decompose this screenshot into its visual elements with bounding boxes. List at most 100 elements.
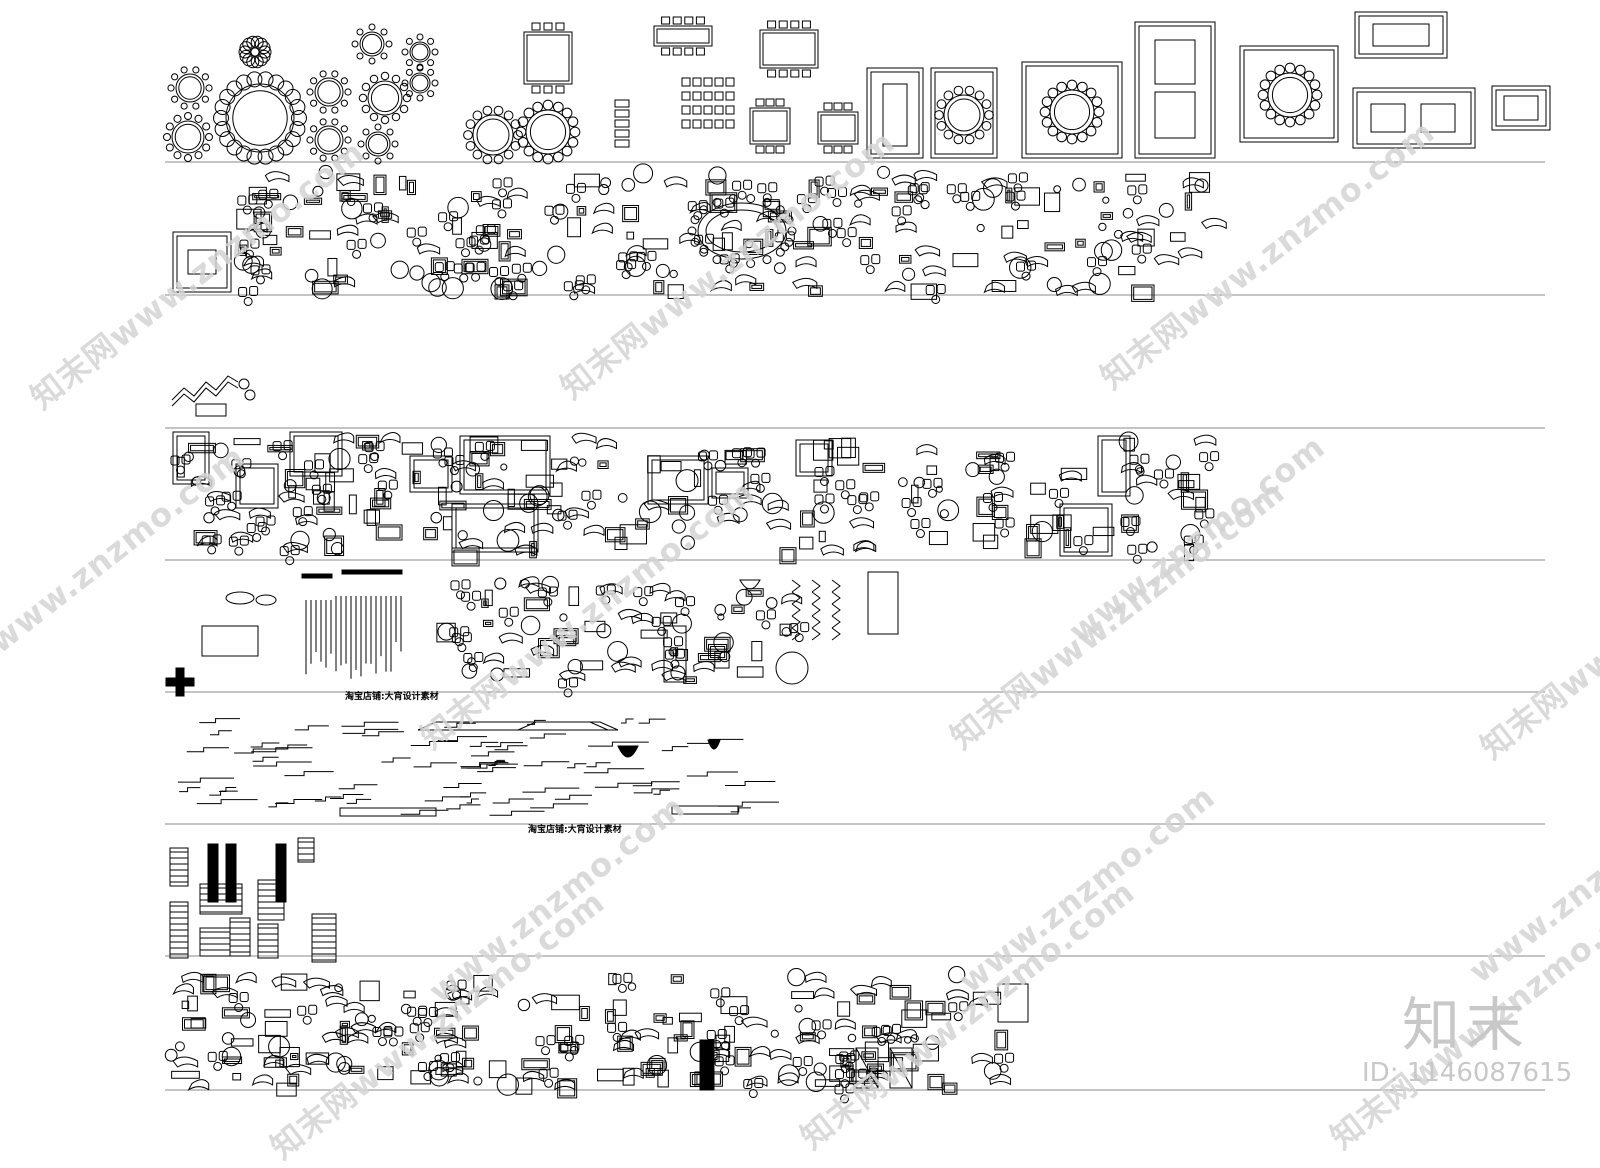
round-dining-table bbox=[213, 71, 307, 165]
lounge-furniture-rect bbox=[1075, 238, 1086, 248]
chair bbox=[219, 131, 236, 148]
living-furniture-chair bbox=[708, 450, 718, 461]
lounge-furniture-chair bbox=[1138, 184, 1148, 195]
chair bbox=[374, 157, 382, 165]
living-furniture-side-table bbox=[234, 546, 244, 556]
furniture-elevation-side-table bbox=[415, 1033, 425, 1043]
light-fixture-sofa-arc bbox=[651, 659, 674, 672]
chair bbox=[214, 99, 231, 115]
ceiling-profile-line bbox=[252, 756, 279, 762]
furniture-elevation-sofa-arc bbox=[531, 993, 558, 1005]
frame-border bbox=[1021, 61, 1123, 159]
chair bbox=[427, 37, 435, 45]
ceiling-profile-line bbox=[633, 788, 680, 794]
light-fixture-chair bbox=[472, 590, 482, 601]
chair bbox=[699, 247, 709, 257]
lounge-furniture-rect bbox=[406, 179, 417, 196]
ceiling-profile-line bbox=[724, 781, 776, 787]
chair bbox=[1076, 131, 1088, 143]
furniture-elevation-sofa-arc bbox=[285, 1063, 312, 1076]
living-furniture-sofa-arc bbox=[734, 494, 762, 506]
ceiling-profile-line bbox=[638, 718, 666, 724]
lounge-furniture-inner bbox=[255, 213, 271, 231]
room-plan-frame bbox=[172, 231, 232, 293]
living-furniture-circle bbox=[939, 509, 949, 519]
lounge-furniture-inner bbox=[795, 243, 812, 248]
living-furniture-circle bbox=[638, 500, 662, 524]
lounge-furniture-sofa-arc bbox=[735, 274, 757, 286]
ceiling-profile-line bbox=[361, 731, 405, 737]
living-furniture-chair bbox=[742, 447, 752, 458]
lounge-furniture-circle bbox=[282, 194, 299, 211]
light-fixture-side-table bbox=[657, 626, 667, 636]
chair bbox=[385, 40, 393, 48]
lounge-furniture-chair bbox=[705, 233, 715, 244]
living-furniture-chair bbox=[1210, 451, 1220, 462]
living-furniture-chair bbox=[910, 519, 920, 530]
chair bbox=[431, 48, 439, 56]
lounge-furniture-rect bbox=[1137, 228, 1155, 247]
cad-drawing-canvas bbox=[162, 11, 1551, 1104]
lounge-furniture-side-table bbox=[780, 242, 790, 252]
furniture-elevation-rect bbox=[276, 1082, 297, 1097]
chair bbox=[246, 71, 263, 88]
lounge-furniture-chair bbox=[1005, 191, 1015, 202]
living-furniture-chair bbox=[697, 451, 707, 462]
image-id-label: ID: 1146087615 bbox=[1362, 1058, 1573, 1088]
light-fixture-chair bbox=[766, 609, 776, 620]
living-furniture-side-table bbox=[363, 464, 373, 474]
lounge-furniture-side-table bbox=[737, 190, 747, 200]
living-furniture-chair bbox=[1005, 517, 1015, 528]
chair bbox=[695, 47, 705, 56]
chair bbox=[561, 107, 573, 119]
lounge-furniture-sofa-arc bbox=[709, 280, 732, 292]
chair bbox=[405, 90, 413, 98]
living-furniture-rect bbox=[529, 541, 537, 559]
ceiling-profile-line bbox=[179, 787, 201, 793]
living-furniture-side-table bbox=[317, 494, 327, 504]
sofa-group bbox=[187, 249, 217, 275]
furniture-elevation-rect bbox=[200, 973, 217, 995]
living-furniture-side-table bbox=[819, 477, 829, 487]
living-furniture-chair bbox=[388, 479, 398, 490]
chair bbox=[974, 129, 985, 140]
glass-hatch bbox=[855, 1047, 879, 1089]
furniture-elevation-chair bbox=[834, 1084, 844, 1095]
beaded-chandelier bbox=[791, 603, 801, 617]
chair bbox=[380, 115, 390, 125]
lounge-furniture-rect bbox=[303, 197, 323, 205]
living-furniture-rect bbox=[401, 442, 424, 455]
light-fixture-sofa-arc bbox=[599, 583, 623, 595]
furniture-elevation-circle bbox=[948, 966, 966, 984]
lounge-furniture-chair bbox=[768, 182, 778, 193]
furniture-elevation-side-table bbox=[377, 1037, 387, 1047]
light-fixture-side-table bbox=[454, 637, 464, 647]
lounge-furniture-inner bbox=[240, 246, 246, 254]
living-furniture-rect bbox=[928, 531, 948, 546]
lounge-furniture-side-table bbox=[461, 248, 471, 258]
furniture-elevation-chair bbox=[308, 1004, 318, 1015]
lounge-furniture-sofa-arc bbox=[1054, 284, 1078, 297]
furniture-elevation-inner bbox=[672, 976, 682, 982]
furniture-elevation-side-table bbox=[840, 1079, 850, 1089]
furniture-elevation-inner bbox=[292, 1055, 297, 1059]
living-furniture-rect bbox=[355, 434, 380, 449]
living-furniture-side-table bbox=[278, 451, 288, 461]
lounge-furniture-sofa-arc bbox=[983, 281, 1005, 294]
cascade-chandelier bbox=[867, 571, 899, 635]
living-furniture-sofa-arc bbox=[849, 517, 875, 529]
lounge-furniture-sofa-arc bbox=[1126, 231, 1152, 244]
furniture-elevation-inner bbox=[996, 1031, 1007, 1049]
lounge-furniture-chair bbox=[796, 194, 806, 205]
lounge-furniture-chair bbox=[574, 280, 584, 291]
chair bbox=[399, 82, 409, 92]
living-furniture-rect bbox=[1183, 544, 1195, 562]
lounge-furniture-chair bbox=[719, 254, 729, 265]
lounge-furniture-circle bbox=[600, 177, 612, 189]
lounge-furniture-side-table bbox=[913, 195, 923, 205]
chair bbox=[171, 73, 179, 81]
living-furniture-side-table bbox=[1204, 462, 1214, 472]
lounge-furniture-sofa-arc bbox=[476, 195, 501, 208]
lounge-furniture-chair bbox=[261, 264, 271, 275]
chair bbox=[201, 73, 209, 81]
